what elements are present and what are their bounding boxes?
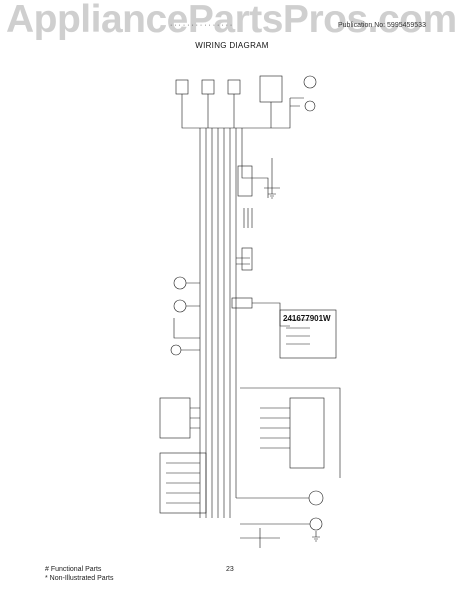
ground-icon (312, 531, 320, 542)
fan-motor-icon (173, 276, 187, 290)
connector-block-icon (237, 165, 253, 197)
wiring-diagram (159, 75, 341, 548)
page-title: WIRING DIAGRAM (195, 41, 269, 50)
watermark: AppliancePartsPros.com (6, 0, 457, 41)
fan-motor-icon (173, 299, 187, 313)
lower-left-block (159, 397, 191, 439)
legend-functional-parts: # Functional Parts (45, 566, 102, 573)
diagram-part-number: 241677901W (283, 314, 331, 323)
publication-number: Publication No: 5995459533 (338, 22, 426, 29)
connector-block-icon (231, 297, 253, 309)
ground-icon (268, 188, 276, 199)
top-component-2 (201, 79, 215, 95)
fan-motor-icon (309, 517, 323, 531)
fan-motor-icon (308, 490, 324, 506)
control-board (279, 309, 337, 359)
main-board (289, 397, 325, 469)
model-list-header: · · · · · · · · · · · · · · · (170, 22, 233, 29)
top-component-3 (227, 79, 241, 95)
fan-motor-icon (304, 100, 316, 112)
legend-non-illustrated-parts: * Non-Illustrated Parts (45, 575, 114, 582)
fan-motor-icon (170, 344, 182, 356)
terminal-block (159, 452, 207, 514)
top-component-4 (259, 75, 283, 103)
page-number: 23 (226, 566, 234, 573)
fan-motor-icon (303, 75, 317, 89)
top-component-1 (175, 79, 189, 95)
connector-block-icon (241, 247, 253, 271)
